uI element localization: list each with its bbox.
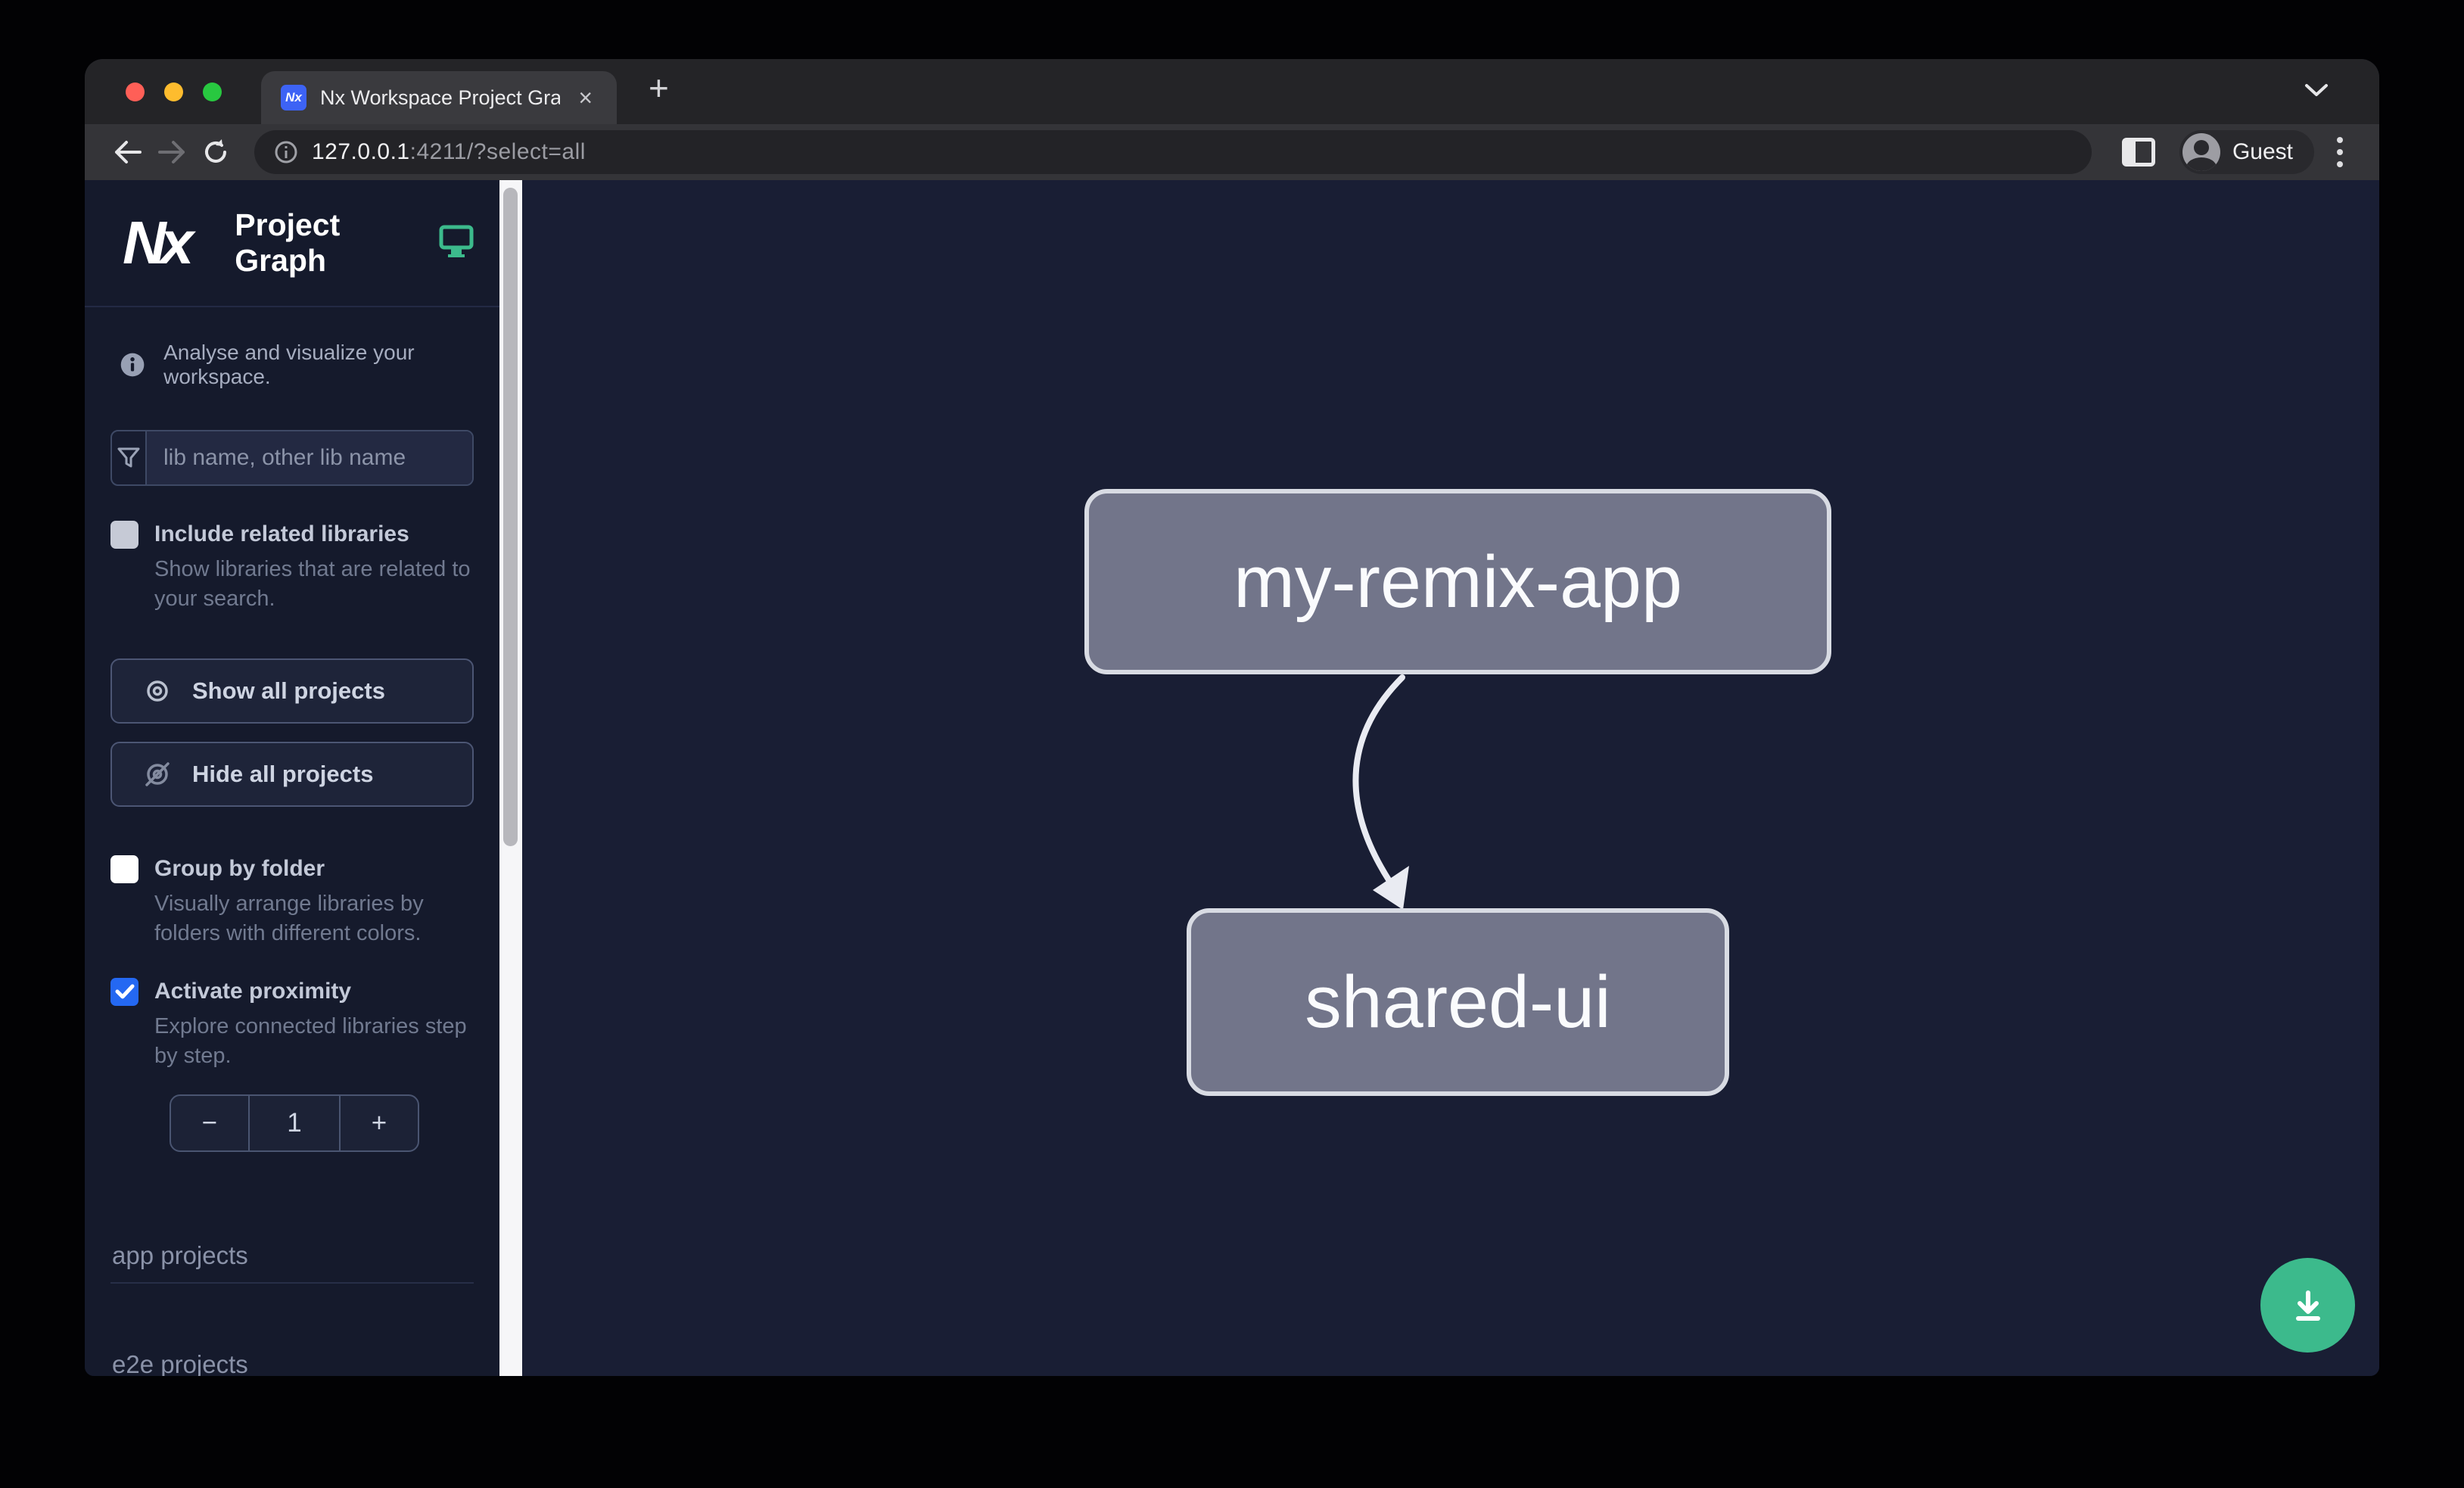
side-panel-icon[interactable] bbox=[2121, 138, 2155, 167]
filter-input[interactable] bbox=[147, 431, 472, 484]
address-bar[interactable]: 127.0.0.1:4211/?select=all bbox=[254, 130, 2092, 174]
hide-all-projects-button[interactable]: Hide all projects bbox=[110, 741, 474, 807]
new-tab-button[interactable]: + bbox=[649, 68, 669, 107]
option-label[interactable]: Include related libraries bbox=[154, 521, 409, 546]
option-description: Show libraries that are related to your … bbox=[154, 557, 471, 612]
profile-button[interactable]: Guest bbox=[2179, 130, 2314, 174]
browser-menu-icon[interactable] bbox=[2325, 137, 2355, 167]
download-icon bbox=[2295, 1290, 2320, 1321]
nx-logo: Nx bbox=[123, 209, 194, 276]
sidebar-header: Nx Project Graph bbox=[85, 180, 499, 307]
page-content: Nx Project Graph Analyse and visualize y… bbox=[85, 180, 2379, 1376]
option-group-by-folder: Group by folder Visually arrange librari… bbox=[110, 854, 474, 949]
option-description: Explore connected libraries step by step… bbox=[154, 1013, 467, 1069]
proximity-stepper: − 1 + bbox=[170, 1094, 419, 1152]
tab-title: Nx Workspace Project Graph bbox=[320, 86, 561, 109]
project-sections: app projects e2e projects bbox=[110, 1241, 474, 1376]
activate-proximity-checkbox[interactable] bbox=[110, 977, 138, 1006]
tagline-text: Analyse and visualize your workspace. bbox=[163, 341, 415, 388]
info-icon bbox=[120, 353, 145, 377]
minimize-window-button[interactable] bbox=[164, 82, 183, 101]
scrollbar-thumb[interactable] bbox=[503, 188, 518, 846]
tab-strip: Nx Nx Workspace Project Graph × + bbox=[85, 59, 2379, 124]
nx-favicon-icon: Nx bbox=[281, 85, 306, 111]
sidebar: Nx Project Graph Analyse and visualize y… bbox=[85, 180, 499, 1376]
decrement-button[interactable]: − bbox=[201, 1107, 218, 1138]
graph-node-my-remix-app[interactable]: my-remix-app bbox=[1084, 489, 1831, 674]
tab-close-icon[interactable]: × bbox=[578, 84, 593, 111]
funnel-icon bbox=[112, 431, 147, 484]
zoom-window-button[interactable] bbox=[203, 82, 222, 101]
window-controls bbox=[85, 82, 222, 101]
eye-icon bbox=[147, 680, 168, 702]
option-label[interactable]: Activate proximity bbox=[154, 978, 352, 1004]
sidebar-scrollbar[interactable] bbox=[499, 180, 522, 1376]
tagline-row: Analyse and visualize your workspace. bbox=[110, 341, 474, 389]
download-graph-button[interactable] bbox=[2260, 1258, 2355, 1353]
dependency-edge bbox=[1352, 674, 1409, 910]
section-app-projects[interactable]: app projects bbox=[110, 1241, 474, 1284]
filter-box bbox=[110, 430, 474, 486]
option-label[interactable]: Group by folder bbox=[154, 855, 325, 881]
option-description: Visually arrange libraries by folders wi… bbox=[154, 891, 424, 946]
hide-all-projects-label: Hide all projects bbox=[192, 760, 374, 787]
close-window-button[interactable] bbox=[126, 82, 145, 101]
browser-toolbar: 127.0.0.1:4211/?select=all Guest bbox=[85, 124, 2379, 180]
back-button[interactable] bbox=[106, 139, 150, 165]
section-e2e-projects[interactable]: e2e projects bbox=[110, 1350, 474, 1376]
group-by-folder-checkbox[interactable] bbox=[110, 855, 138, 883]
browser-window: Nx Nx Workspace Project Graph × + 127.0.… bbox=[85, 59, 2379, 1376]
sidebar-body: Analyse and visualize your workspace. In… bbox=[85, 341, 499, 1376]
reload-button[interactable] bbox=[194, 138, 238, 167]
avatar-icon bbox=[2182, 133, 2220, 171]
eye-off-icon bbox=[145, 762, 170, 786]
graph-canvas[interactable]: my-remix-app shared-ui bbox=[522, 180, 2379, 1376]
profile-label: Guest bbox=[2232, 139, 2293, 164]
option-activate-proximity: Activate proximity Explore connected lib… bbox=[110, 976, 474, 1072]
page-title: Project Graph bbox=[235, 207, 341, 278]
chevron-down-icon[interactable] bbox=[2304, 82, 2329, 102]
option-include-related: Include related libraries Show libraries… bbox=[110, 519, 474, 615]
forward-button[interactable] bbox=[150, 139, 194, 165]
include-related-checkbox[interactable] bbox=[110, 521, 138, 549]
show-all-projects-label: Show all projects bbox=[192, 677, 385, 704]
url-text: 127.0.0.1:4211/?select=all bbox=[312, 139, 586, 165]
url-path: :4211/?select=all bbox=[409, 139, 586, 164]
show-all-projects-button[interactable]: Show all projects bbox=[110, 658, 474, 724]
check-icon bbox=[115, 984, 134, 999]
proximity-depth-value: 1 bbox=[248, 1095, 341, 1150]
graph-node-shared-ui[interactable]: shared-ui bbox=[1187, 908, 1729, 1096]
browser-tab[interactable]: Nx Nx Workspace Project Graph × bbox=[261, 71, 617, 124]
increment-button[interactable]: + bbox=[371, 1107, 387, 1138]
url-host: 127.0.0.1 bbox=[312, 139, 410, 164]
monitor-icon bbox=[439, 225, 474, 262]
site-info-icon[interactable] bbox=[274, 140, 298, 164]
